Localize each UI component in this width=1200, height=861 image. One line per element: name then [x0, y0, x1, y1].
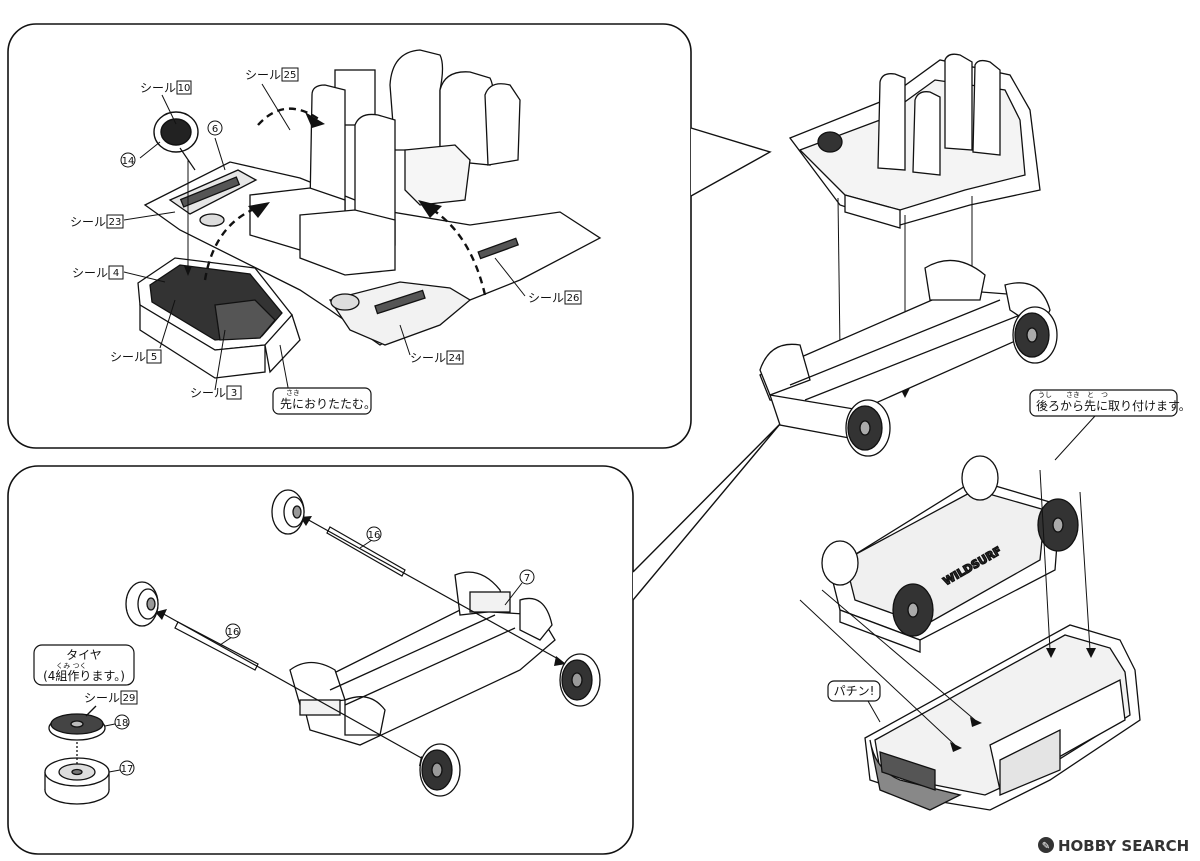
svg-text:シール: シール	[190, 386, 226, 400]
part-16-lower: 16	[219, 623, 241, 646]
part-7: 7	[504, 569, 535, 606]
svg-text:16: 16	[227, 627, 240, 638]
wheel-left-front	[125, 581, 159, 627]
svg-text:17: 17	[121, 764, 134, 775]
svg-text:26: 26	[567, 293, 580, 304]
arrow-heads	[248, 112, 442, 218]
hobby-search-watermark: ✎ HOBBY SEARCH	[1038, 837, 1189, 855]
callout-attach: うし さき と つ 後ろから先に取り付けます。	[1029, 389, 1191, 461]
svg-text:シール: シール	[72, 266, 108, 280]
svg-text:パチン!: パチン!	[834, 684, 875, 698]
svg-text:5: 5	[151, 352, 157, 363]
svg-text:先におりたたむ。: 先におりたたむ。	[280, 397, 376, 411]
part-14: 14	[120, 152, 136, 168]
middle-seat-row	[249, 84, 471, 276]
svg-text:シール: シール	[70, 215, 106, 229]
part-16-upper: 16	[359, 526, 382, 549]
svg-text:24: 24	[449, 353, 462, 364]
right-chassis-wheel-front	[845, 399, 891, 457]
vehicle-body	[864, 624, 1141, 811]
svg-text:3: 3	[231, 388, 237, 399]
svg-text:さき: さき	[286, 389, 300, 397]
svg-text:シール: シール	[110, 350, 146, 364]
callout-tire: タイヤ くみ つく (4組作ります。)	[33, 644, 135, 686]
label-seal-3: シール 3	[190, 385, 242, 400]
svg-text:14: 14	[122, 156, 135, 167]
interior-tub	[788, 53, 1041, 229]
part-17: 17	[108, 760, 135, 776]
wheel-cap-part	[48, 705, 106, 741]
svg-text:うし さき と つ: うし さき と つ	[1038, 391, 1108, 399]
wheel-right-front	[419, 743, 461, 797]
svg-text:シール: シール	[245, 68, 281, 82]
svg-text:29: 29	[123, 693, 136, 704]
callout-fold-first: さき 先におりたたむ。	[272, 387, 376, 415]
right-chassis-wheel-rear	[1012, 306, 1058, 364]
wheel-left-rear	[271, 489, 305, 535]
svg-text:23: 23	[109, 217, 122, 228]
svg-text:シール: シール	[84, 691, 120, 705]
label-seal-10: シール 10	[140, 80, 192, 95]
steering-wheel	[153, 111, 199, 171]
label-seal-24: シール 24	[410, 350, 464, 365]
svg-text:16: 16	[368, 530, 381, 541]
svg-text:HOBBY SEARCH: HOBBY SEARCH	[1058, 837, 1189, 855]
svg-text:4: 4	[113, 268, 119, 279]
svg-text:タイヤ: タイヤ	[66, 648, 102, 662]
svg-text:シール: シール	[140, 81, 176, 95]
chassis-panel	[7, 423, 781, 855]
chassis-frame	[289, 571, 556, 746]
label-seal-4: シール 4	[72, 265, 124, 280]
svg-text:25: 25	[284, 70, 297, 81]
part-18: 18	[104, 714, 130, 730]
rear-seat-row	[334, 49, 521, 166]
body-guide-lines	[799, 469, 1091, 746]
svg-text:10: 10	[178, 83, 191, 94]
svg-text:6: 6	[212, 124, 218, 135]
label-seal-5: シール 5	[110, 349, 162, 364]
svg-text:シール: シール	[528, 291, 564, 305]
interior-panel	[7, 23, 772, 449]
label-seal-26: シール 26	[528, 290, 582, 305]
part-6: 6	[207, 120, 223, 136]
svg-text:後ろから先に取り付けます。: 後ろから先に取り付けます。	[1036, 399, 1191, 413]
front-dashboard	[137, 257, 301, 379]
callout-snap: パチン!	[827, 680, 881, 723]
svg-text:くみ つく: くみ つく	[56, 662, 87, 670]
label-seal-23: シール 23	[70, 214, 124, 229]
svg-text:7: 7	[524, 573, 530, 584]
svg-text:(4組作ります。): (4組作ります。)	[43, 669, 125, 683]
axles	[159, 517, 561, 761]
svg-text:✎: ✎	[1042, 841, 1050, 852]
body-guide-arrows	[950, 648, 1096, 752]
interior-leaders	[123, 83, 526, 399]
chassis-underside: WILDSURF	[829, 479, 1061, 653]
tire-part	[44, 742, 110, 805]
wheel-right-rear	[559, 653, 601, 707]
label-seal-25: シール 25	[245, 67, 299, 82]
underside-wheels	[821, 455, 1079, 637]
svg-text:18: 18	[116, 718, 129, 729]
label-seal-29: シール 29	[84, 690, 138, 705]
svg-text:シール: シール	[410, 351, 446, 365]
